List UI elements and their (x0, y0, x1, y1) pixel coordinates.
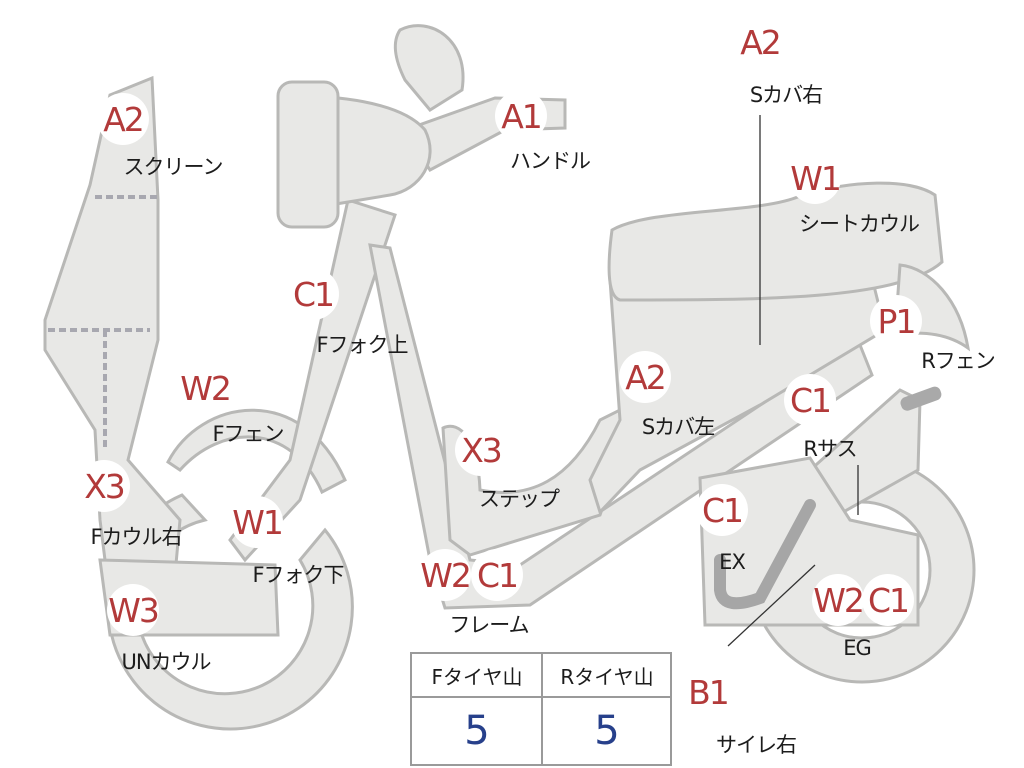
rear-tread-header: Rタイヤ山 (542, 654, 672, 698)
front-tread-header: Fタイヤ山 (412, 654, 542, 698)
front-fork-lower-label: Fフォク下 (252, 563, 344, 587)
handle-grip-shape (276, 80, 340, 229)
seat-cowl-code: W1 (789, 152, 842, 204)
exhaust-code: C1 (696, 484, 748, 536)
front-fender-label: Fフェン (212, 422, 284, 446)
rear-fender-code: P1 (870, 295, 922, 347)
front-cowl-right-code: X3 (78, 460, 130, 512)
handle-label: ハンドル (510, 149, 591, 173)
frame-label: フレーム (449, 613, 529, 637)
rear-tread-value: 5 (594, 708, 620, 754)
under-cowl-label: UNカウル (121, 650, 211, 674)
muffler-right-label: サイレ右 (716, 733, 797, 757)
engine-code-2: C1 (862, 574, 914, 626)
seat-shape (607, 181, 944, 302)
side-cover-right-code: A2 (734, 16, 786, 68)
rear-fender-label: Rフェン (921, 349, 996, 373)
frame-code-2: C1 (471, 549, 523, 601)
front-fork-upper-code: C1 (287, 268, 339, 320)
screen-code: A2 (97, 93, 149, 145)
side-cover-right-label: Sカバ右 (749, 83, 823, 107)
front-tread-value: 5 (464, 708, 490, 754)
seat-cowl-label: シートカウル (799, 212, 920, 236)
side-cover-left-code: A2 (619, 351, 671, 403)
engine-code-1: W2 (812, 574, 865, 626)
exhaust-label: EX (719, 550, 746, 574)
front-fork-lower-code: W1 (231, 496, 284, 548)
side-cover-left-label: Sカバ左 (641, 415, 715, 439)
rear-suspension-code: C1 (784, 374, 836, 426)
muffler-right-code: B1 (682, 666, 734, 718)
front-fork-upper-label: Fフォク上 (316, 333, 408, 357)
under-cowl-code: W3 (107, 584, 160, 636)
table-divider (541, 654, 543, 764)
exhaust-pipe-shape (714, 499, 816, 610)
headlight-shape (393, 24, 465, 112)
screen-label: スクリーン (123, 155, 224, 179)
handle-code: A1 (495, 90, 547, 142)
frame-code-1: W2 (419, 549, 472, 601)
engine-label: EG (843, 636, 872, 660)
front-cowl-right-label: Fカウル右 (90, 525, 182, 549)
step-code: X3 (455, 424, 507, 476)
engine-shape (698, 456, 920, 627)
shock-mount-shape (900, 386, 942, 411)
step-label: ステップ (479, 487, 560, 511)
tire-tread-table: Fタイヤ山 Rタイヤ山 5 5 (410, 652, 672, 766)
front-fender-code: W2 (179, 362, 232, 414)
side-cover-shape (588, 268, 887, 515)
rear-suspension-label: Rサス (803, 437, 857, 461)
front-fork-shape (228, 198, 397, 563)
